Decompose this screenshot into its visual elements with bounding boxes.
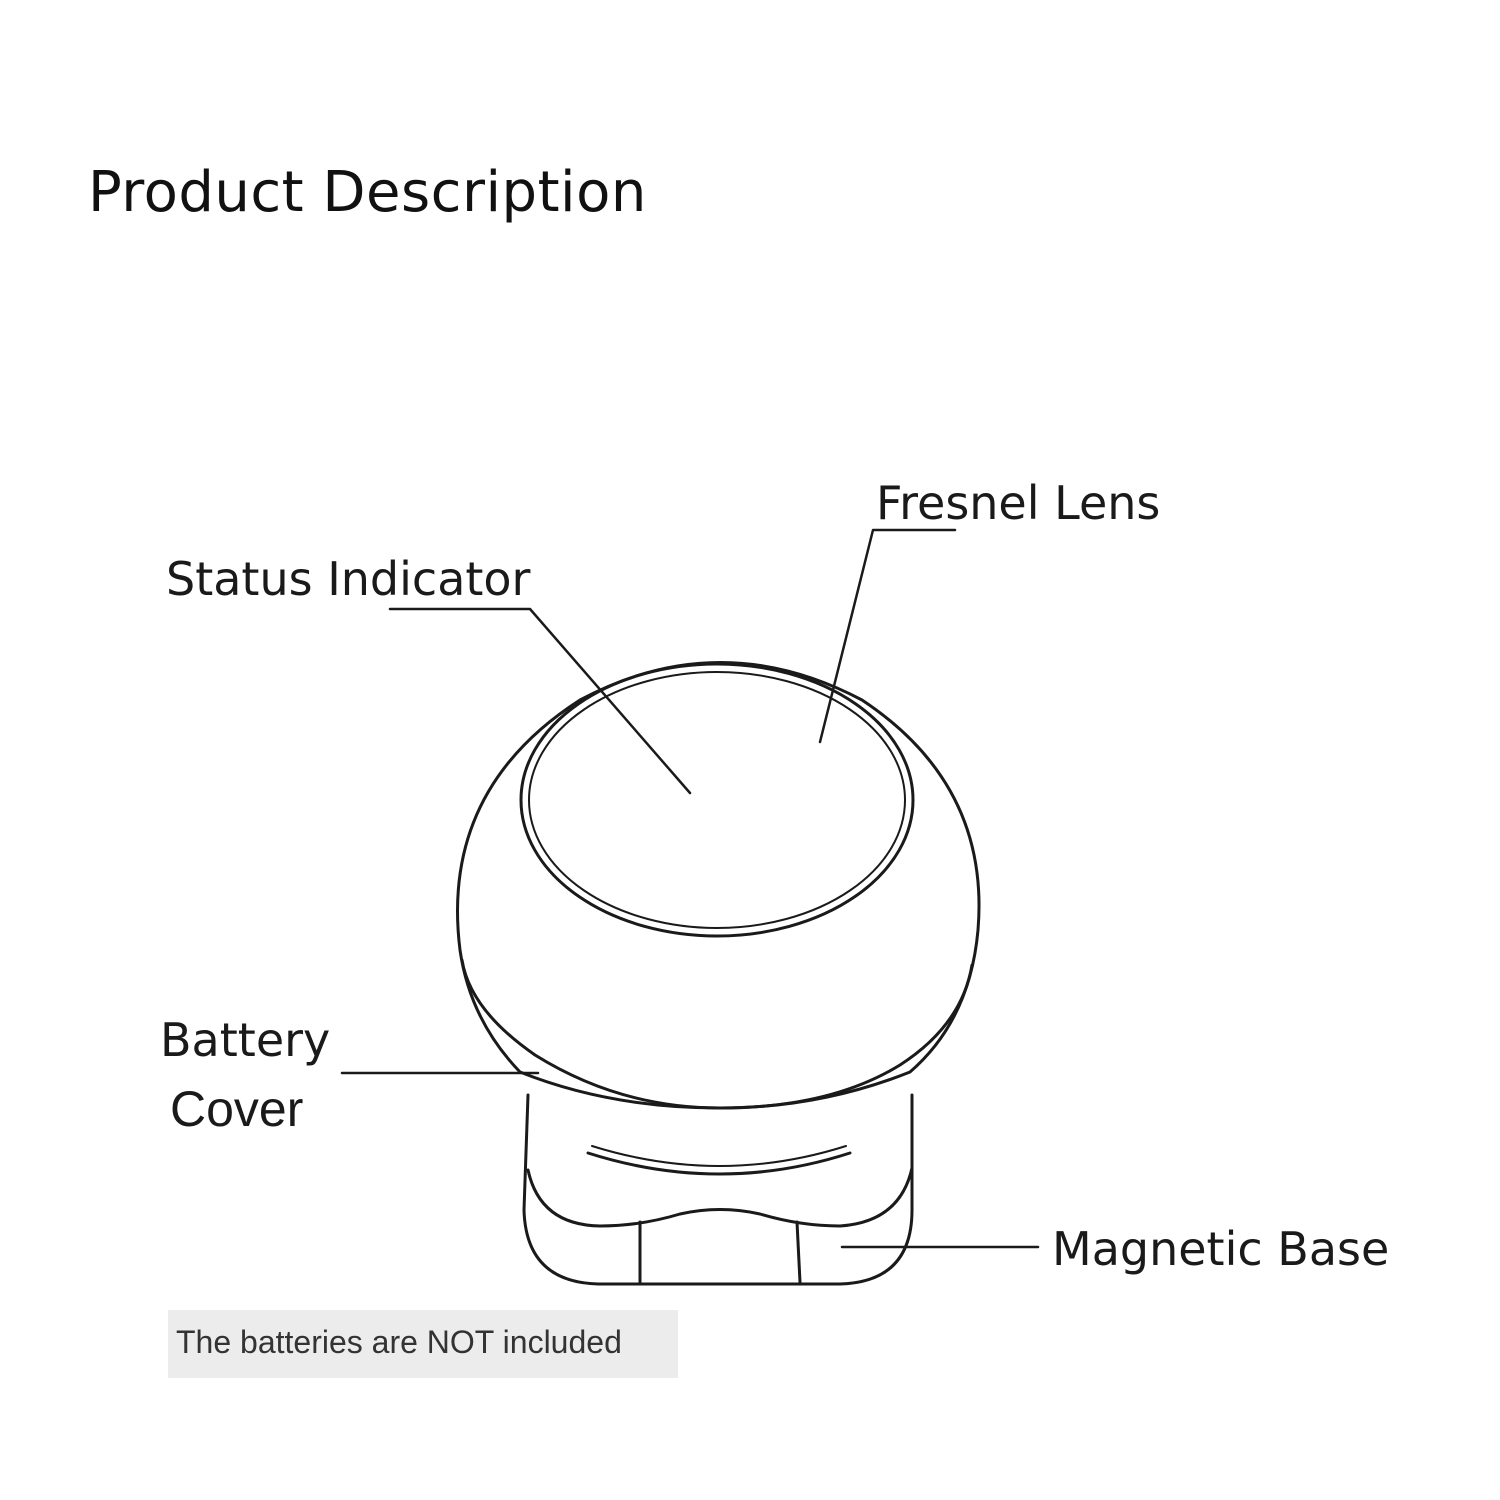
fresnel-lens-inner-ring bbox=[528, 671, 906, 929]
status-indicator-label: Status Indicator bbox=[166, 552, 531, 606]
leader-line-status-indicator bbox=[388, 607, 692, 795]
sphere-body bbox=[456, 661, 981, 1110]
magnetic-base-slot-right bbox=[795, 1220, 802, 1284]
battery-cover-label-line1: Battery bbox=[160, 1013, 331, 1067]
magnetic-base-label: Magnetic Base bbox=[1052, 1222, 1390, 1276]
battery-cover-label-line2: Cover bbox=[170, 1081, 304, 1137]
leader-line-fresnel-lens bbox=[818, 528, 957, 744]
battery-cover-seam bbox=[460, 958, 974, 1110]
collar-ring-lower bbox=[586, 1151, 852, 1176]
magnetic-base-outline bbox=[522, 1093, 914, 1286]
page-title: Product Description bbox=[88, 160, 647, 225]
batteries-not-included-note: The batteries are NOT included bbox=[168, 1310, 678, 1378]
fresnel-lens-label: Fresnel Lens bbox=[876, 476, 1161, 530]
magnetic-base-top-edge bbox=[526, 1166, 914, 1228]
collar-ring-upper bbox=[591, 1145, 847, 1167]
fresnel-lens-outer-ring bbox=[519, 662, 915, 938]
